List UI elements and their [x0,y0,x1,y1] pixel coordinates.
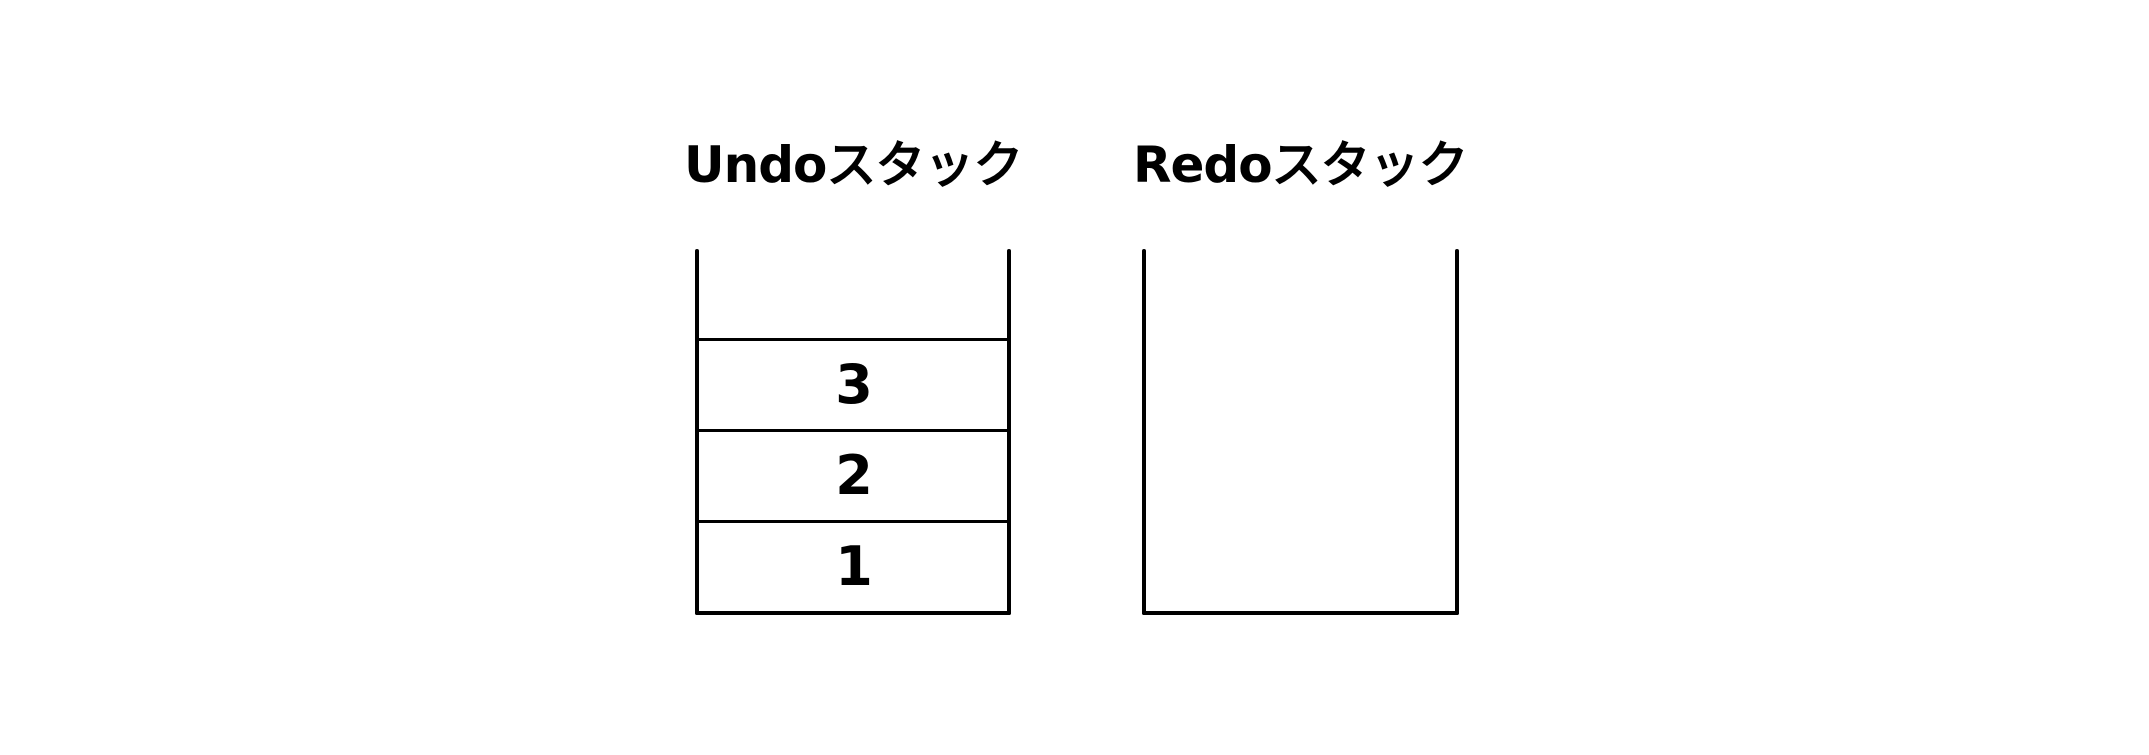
undo-stack-divider [697,338,1009,341]
undo-stack-item: 1 [835,535,873,598]
undo-stack-floor [695,611,1011,615]
undo-stack-item: 2 [835,444,873,507]
redo-stack-left-wall [1142,249,1146,615]
undo-stack-divider [697,429,1009,432]
undo-stack-item: 3 [835,353,873,416]
undo-stack-divider [697,520,1009,523]
redo-stack-right-wall [1455,249,1459,615]
undo-stack-left-wall [695,249,699,615]
redo-stack-floor [1142,611,1459,615]
redo-stack-title: Redoスタック [1133,136,1469,194]
undo-stack-title: Undoスタック [684,136,1023,194]
undo-stack-right-wall [1007,249,1011,615]
